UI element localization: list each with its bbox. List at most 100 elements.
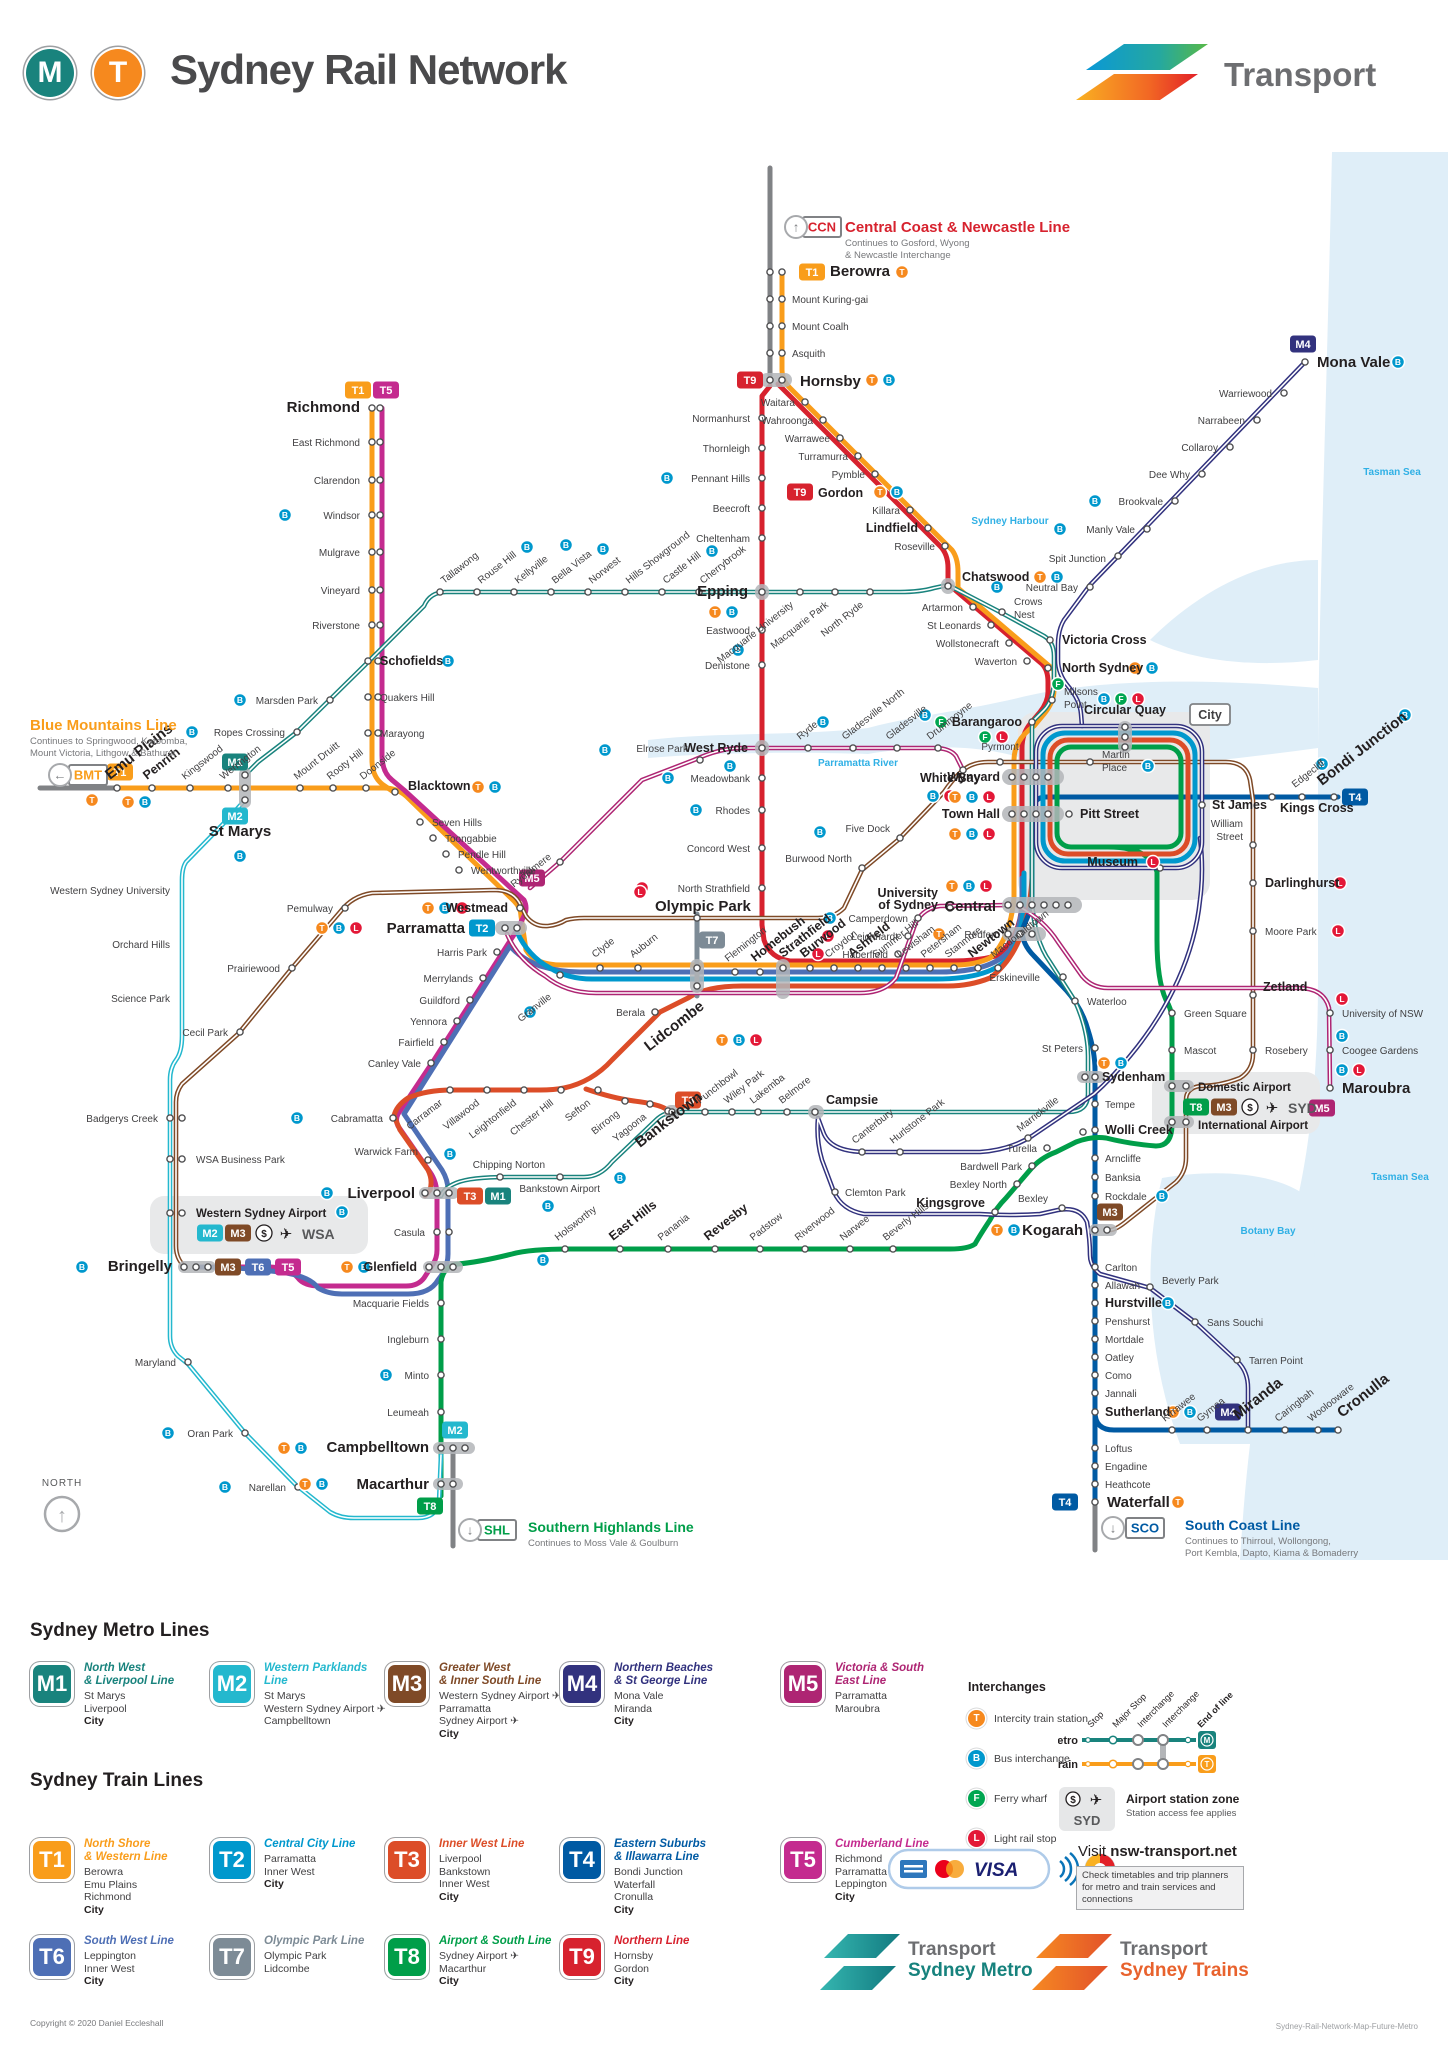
station-label: Arncliffe (1105, 1154, 1141, 1165)
station-label: Turella (1007, 1144, 1038, 1155)
station-dot (1091, 1408, 1099, 1416)
station-dot (445, 1189, 453, 1197)
station-dot (778, 376, 786, 384)
badge-M3-label: M3 (230, 1228, 245, 1240)
station-dot (376, 438, 384, 446)
badge-T4 (1052, 1493, 1078, 1511)
station-dot (766, 349, 774, 357)
stop-icon-letter: B (540, 1255, 546, 1265)
station-dot (1020, 773, 1028, 781)
visit-site-link[interactable]: nsw-transport.net (1110, 1843, 1237, 1860)
badge-M5 (1309, 1099, 1335, 1117)
station-dot (858, 864, 866, 872)
annotation-sub: Continues to Moss Vale & Goulburn (528, 1538, 678, 1549)
station-dot (766, 295, 774, 303)
station-label: Blacktown (408, 779, 471, 793)
station-label: Como (1105, 1371, 1132, 1382)
station-label: Town Hall (942, 807, 1000, 821)
station-label: Campbelltown (326, 1439, 429, 1456)
T8-badge: T8 (385, 1935, 429, 1979)
station-dot (1171, 497, 1179, 505)
stop-icon-letter: B (994, 582, 1000, 592)
stop-icon-letter: B (324, 1188, 330, 1198)
bus-icon (659, 470, 675, 486)
badge-T9 (737, 371, 763, 389)
bus-icon (1140, 758, 1156, 774)
stop-icon-letter: B (969, 829, 975, 839)
stop-icon-letter: B (664, 473, 670, 483)
intercity-icon (872, 484, 888, 500)
annotation-title: Blue Mountains Line (30, 717, 177, 734)
badge-T5 (373, 381, 399, 399)
light-rail-icon (1330, 923, 1346, 939)
station-dot (1249, 1046, 1257, 1054)
station-dot (758, 844, 766, 852)
intercity-icon (276, 1440, 292, 1456)
badge-M4 (1290, 335, 1316, 353)
station-label: Asquith (792, 349, 825, 360)
station-label: Quakers Hill (380, 693, 434, 704)
stop-icon-letter: B (447, 1149, 453, 1159)
station-dot (758, 534, 766, 542)
badge-T1 (799, 263, 825, 281)
bus-icon (1096, 691, 1112, 707)
station-dot (758, 504, 766, 512)
station-label: West Ryde (684, 741, 748, 755)
bus-icon (1006, 1222, 1022, 1238)
station-label: Kellyville (513, 553, 551, 586)
station-dot (1203, 1426, 1211, 1434)
station-dot (889, 1245, 897, 1253)
T2-badge: T2 (210, 1838, 254, 1882)
intercity-icon (314, 920, 330, 936)
connector (1077, 1071, 1105, 1083)
stop-icon-letter: T (89, 795, 95, 805)
badge-SCO (1125, 1517, 1165, 1539)
station-dot (658, 588, 666, 596)
station-label: St James (1212, 798, 1267, 812)
stop-icons: TTBTBTBTBFBTBBBBBLFFLBLBBFLTBLTBLTBLTLLL… (74, 264, 1413, 1510)
station-dot (756, 1245, 764, 1253)
station-label: Wahroonga (762, 416, 814, 427)
station-dot (711, 1245, 719, 1253)
station-label: Orchard Hills (112, 940, 170, 951)
stop-icon-letter: B (1395, 357, 1401, 367)
rail-network-map: TTBTBTBTBFBTBBBBBLFFLBLBBFLTBLTBLTBLTLLL… (30, 152, 1448, 1560)
station-dot (1226, 443, 1234, 451)
stop-icon-letter: B (729, 607, 735, 617)
transport-nsw-logo-icon (1076, 44, 1208, 100)
trains-logo-name: Sydney Trains (1120, 1960, 1249, 1981)
station-dot (1091, 1498, 1099, 1506)
station-label: Leumeah (387, 1408, 429, 1419)
station-label: Sutherland (1105, 1405, 1170, 1419)
station-dot (1091, 1173, 1099, 1181)
plane-icon: ✈ (1266, 1100, 1279, 1117)
bus-icon (688, 802, 704, 818)
station-dot (778, 349, 786, 357)
station-dot (1334, 1426, 1342, 1434)
bus-icon (356, 1259, 372, 1275)
badge-CCN-label: CCN (808, 220, 836, 235)
line-T3 (583, 1086, 675, 1115)
stop-icon-letter: B (827, 913, 833, 923)
bus-icon (1113, 1055, 1129, 1071)
station-label: Prairiewood (227, 964, 280, 975)
station-dot (368, 548, 376, 556)
station-label: of Sydney (878, 898, 938, 912)
station-label: Maryland (135, 1358, 176, 1369)
station-dot (421, 1189, 429, 1197)
annotation-sub: Continues to Springwood, Katoomba, (30, 736, 187, 747)
station-label: Toongabbie (445, 834, 497, 845)
station-label: Mascot (1184, 1046, 1216, 1057)
station-label: Olympic Park (655, 898, 752, 915)
station-dot (1086, 583, 1094, 591)
station-label: Berala (616, 1008, 645, 1019)
station-dot (483, 1086, 491, 1094)
station-dot (849, 744, 857, 752)
badge-M2 (442, 1421, 468, 1439)
badge-T2-label: T2 (476, 923, 489, 935)
station-dot (1016, 930, 1024, 938)
